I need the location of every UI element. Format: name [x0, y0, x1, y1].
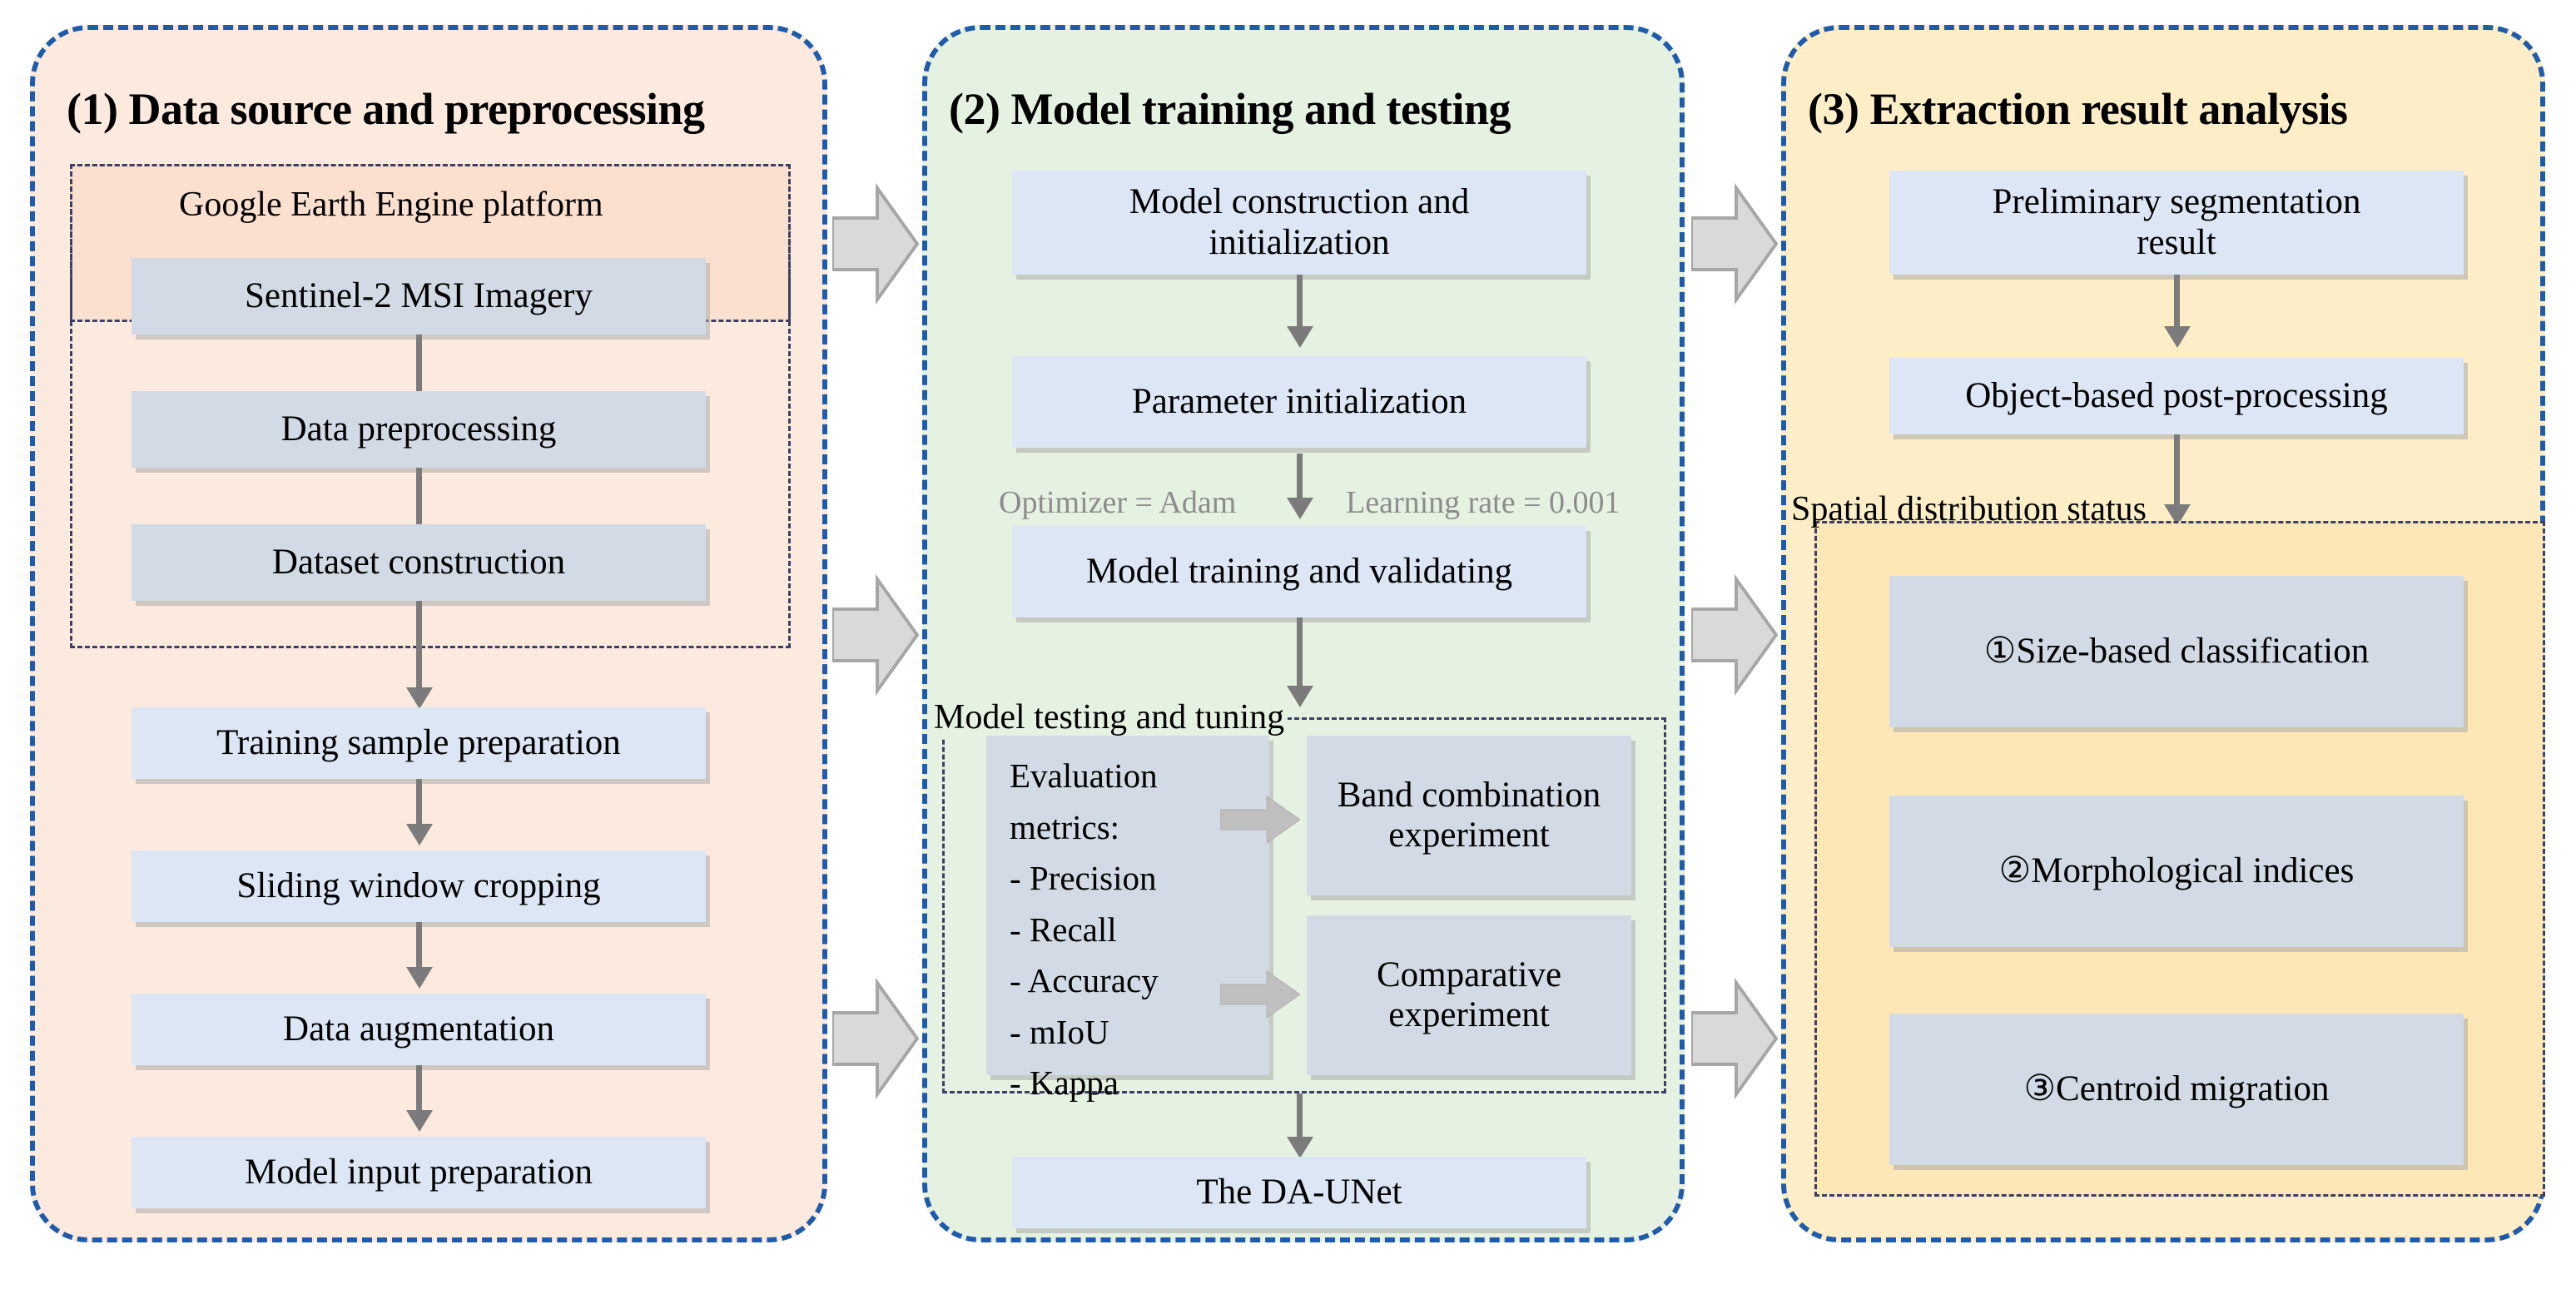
block-arrow-panel1-to-panel2-bottom-icon: [832, 978, 919, 1099]
connector-line: [416, 922, 422, 974]
node-sentinel-2-msi-imagery[interactable]: Sentinel-2 MSI Imagery: [132, 258, 706, 335]
connector-line: [416, 779, 422, 831]
evaluation-metrics-title-line1: Evaluation: [1010, 756, 1158, 795]
block-arrow-panel2-to-panel3-middle-icon: [1691, 574, 1778, 696]
connector-line: [416, 601, 422, 692]
node-model-input-preparation[interactable]: Model input preparation: [132, 1137, 706, 1208]
connector-arrowhead: [406, 1110, 433, 1132]
connector-arrowhead: [1287, 326, 1313, 348]
node-dataset-construction[interactable]: Dataset construction: [132, 524, 706, 601]
node-data-preprocessing[interactable]: Data preprocessing: [132, 391, 706, 468]
connector-arrowhead: [2164, 326, 2191, 348]
model-testing-and-tuning-group: [942, 717, 1666, 1093]
connector-arrowhead: [406, 967, 433, 989]
hyperparameter-learning-rate: Learning rate = 0.001: [1346, 485, 1621, 520]
connector-arrowhead: [1287, 686, 1313, 707]
block-arrow-to-band-combination-icon: [1220, 795, 1300, 845]
block-arrow-panel1-to-panel2-top-icon: [832, 183, 919, 305]
spatial-distribution-status-label: Spatial distribution status: [1791, 490, 2147, 528]
node-morphological-indices[interactable]: ②Morphological indices: [1889, 796, 2464, 947]
connector-line: [1297, 1093, 1303, 1143]
node-band-combination-experiment[interactable]: Band combination experiment: [1307, 736, 1631, 895]
panel-3-title: (3) Extraction result analysis: [1808, 84, 2348, 134]
connector-line: [2174, 434, 2180, 511]
node-comparative-experiment[interactable]: Comparative experiment: [1307, 915, 1631, 1075]
connector-line: [1297, 275, 1303, 333]
node-model-training-and-validating[interactable]: Model training and validating: [1012, 526, 1586, 617]
connector-line: [1297, 454, 1303, 503]
hyperparameter-optimizer: Optimizer = Adam: [999, 485, 1237, 520]
node-evaluation-metrics[interactable]: Evaluation metrics: - Precision - Recall…: [986, 736, 1269, 1102]
node-training-sample-preparation[interactable]: Training sample preparation: [132, 707, 706, 779]
node-the-da-unet[interactable]: The DA-UNet: [1012, 1157, 1586, 1228]
connector-line: [416, 1065, 422, 1117]
block-arrow-panel1-to-panel2-middle-icon: [832, 574, 919, 696]
panel-2-title: (2) Model training and testing: [949, 84, 1511, 134]
connector-line: [416, 468, 422, 549]
node-data-augmentation[interactable]: Data augmentation: [132, 994, 706, 1065]
evaluation-metric-accuracy: - Accuracy: [1010, 961, 1159, 999]
google-earth-engine-group-label: Google Earth Engine platform: [179, 186, 603, 224]
node-object-based-post-processing[interactable]: Object-based post-processing: [1889, 358, 2464, 434]
connector-arrowhead: [406, 824, 433, 845]
model-testing-and-tuning-label: Model testing and tuning: [931, 697, 1288, 737]
connector-arrowhead: [1287, 498, 1313, 519]
connector-arrowhead: [406, 687, 433, 709]
block-arrow-panel2-to-panel3-top-icon: [1691, 183, 1778, 305]
google-earth-engine-group-body: [70, 164, 791, 648]
evaluation-metric-kappa: - Kappa: [1010, 1064, 1119, 1102]
evaluation-metric-precision: - Precision: [1010, 859, 1157, 897]
block-arrow-panel2-to-panel3-bottom-icon: [1691, 978, 1778, 1099]
node-sliding-window-cropping[interactable]: Sliding window cropping: [132, 850, 706, 922]
evaluation-metric-miou: - mIoU: [1010, 1012, 1109, 1051]
evaluation-metrics-title-line2: metrics:: [1010, 807, 1120, 846]
connector-arrowhead: [1287, 1137, 1313, 1158]
block-arrow-to-comparative-icon: [1220, 969, 1300, 1019]
node-preliminary-segmentation-result[interactable]: Preliminary segmentation result: [1889, 171, 2464, 275]
evaluation-metric-recall: - Recall: [1010, 910, 1117, 949]
node-parameter-initialization[interactable]: Parameter initialization: [1012, 356, 1586, 448]
node-model-construction-and-initialization[interactable]: Model construction and initialization: [1012, 171, 1586, 275]
node-size-based-classification[interactable]: ①Size-based classification: [1889, 576, 2464, 727]
node-centroid-migration[interactable]: ③Centroid migration: [1889, 1014, 2464, 1165]
connector-line: [2174, 275, 2180, 333]
connector-line: [1297, 617, 1303, 692]
connector-line: [416, 335, 422, 416]
panel-1-title: (1) Data source and preprocessing: [67, 84, 705, 134]
